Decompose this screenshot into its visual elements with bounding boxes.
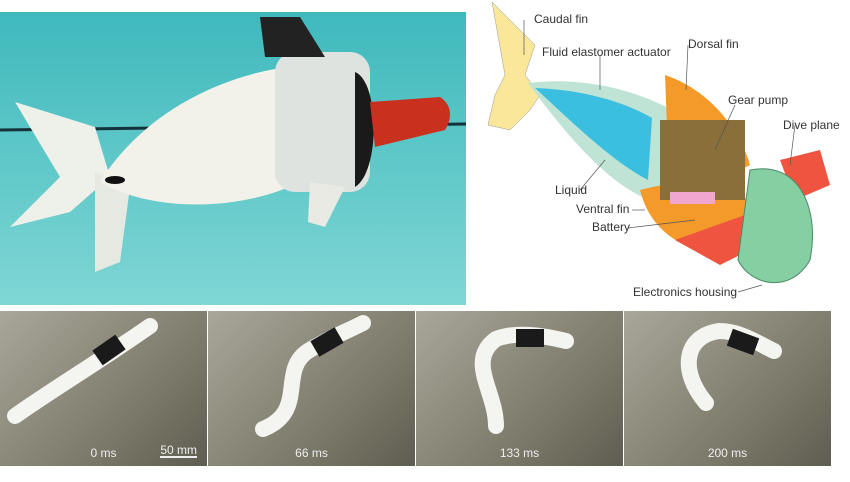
label-fluid-elastomer-actuator: Fluid elastomer actuator bbox=[542, 45, 671, 59]
timestamp-label: 200 ms bbox=[707, 446, 748, 460]
frame-0ms: 0 ms 50 mm bbox=[0, 311, 207, 466]
timestamp-label: 66 ms bbox=[295, 446, 328, 460]
frame-66ms: 66 ms bbox=[208, 311, 415, 466]
frame-200ms: 200 ms bbox=[624, 311, 831, 466]
label-liquid: Liquid bbox=[555, 183, 588, 197]
label-dorsal-fin: Dorsal fin bbox=[688, 37, 739, 51]
label-electronics-housing: Electronics housing bbox=[633, 285, 738, 299]
timestamp-label: 0 ms bbox=[90, 446, 117, 460]
label-dive-plane: Dive plane bbox=[783, 118, 840, 132]
label-battery: Battery bbox=[592, 220, 631, 234]
scale-bar: 50 mm bbox=[160, 443, 197, 458]
frame-133ms: 133 ms bbox=[416, 311, 623, 466]
timestamp-label: 133 ms bbox=[499, 446, 540, 460]
label-ventral-fin: Ventral fin bbox=[576, 202, 630, 216]
label-caudal-fin: Caudal fin bbox=[534, 12, 589, 26]
fish-cutaway-diagram: Caudal fin Fluid elastomer actuator Dors… bbox=[480, 0, 850, 305]
label-gear-pump: Gear pump bbox=[728, 93, 789, 107]
robotic-fish-underwater-photo bbox=[0, 12, 467, 305]
